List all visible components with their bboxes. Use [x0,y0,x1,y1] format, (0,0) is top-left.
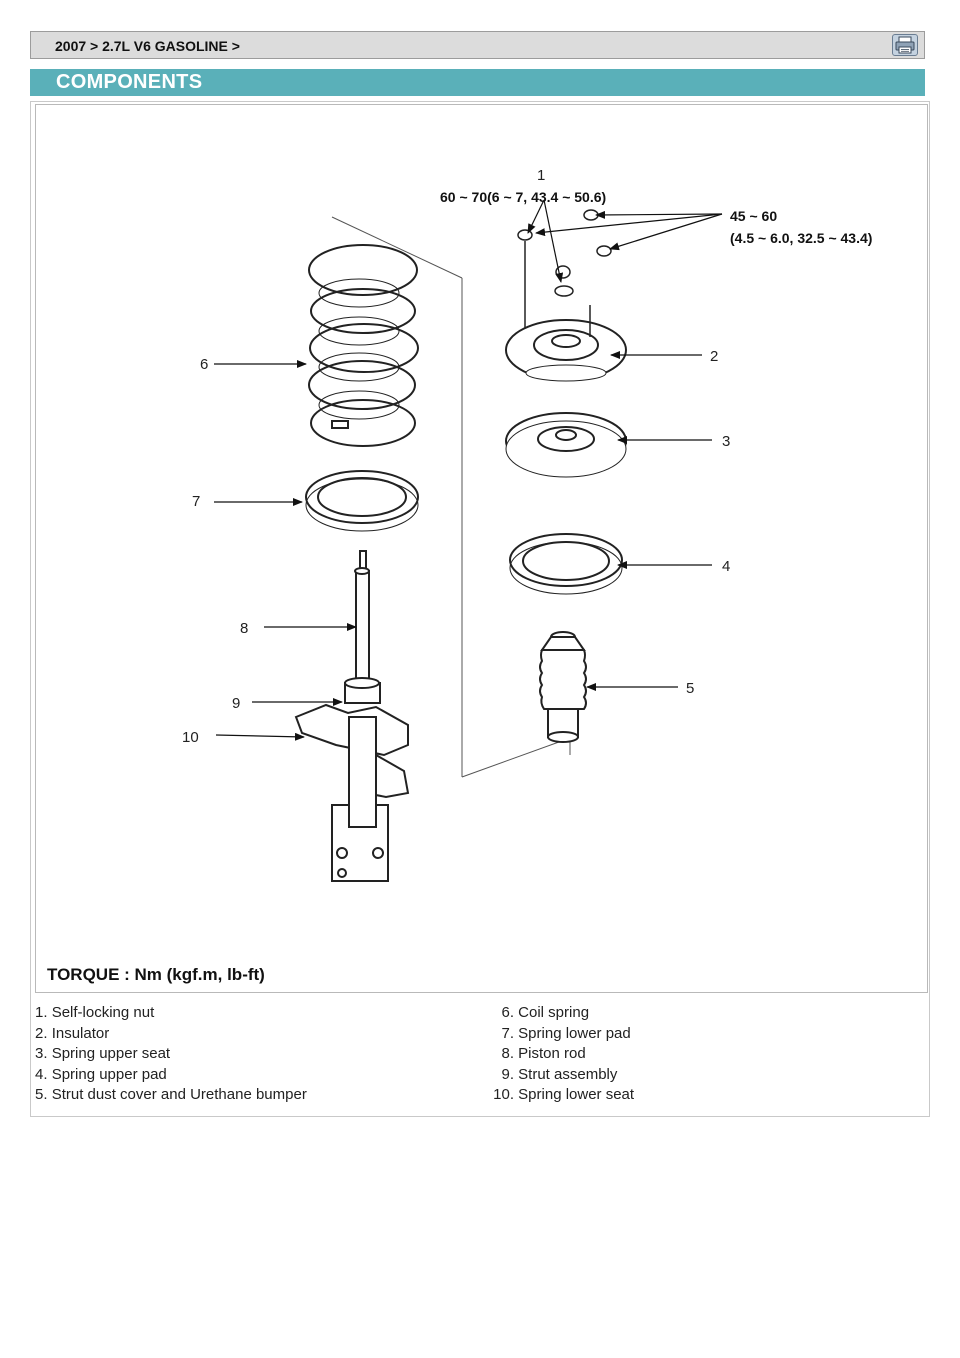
callout-4: 4 [722,558,730,575]
legend-item: 6. Coil spring [501,1004,590,1021]
legend-item: 3. Spring upper seat [35,1045,171,1063]
callout-9: 9 [232,695,240,712]
legend-item: 10. Spring lower seat [493,1086,635,1104]
torque-units-note: TORQUE : Nm (kgf.m, lb-ft) [47,965,265,984]
legend-item: 2. Insulator [35,1024,110,1042]
callout-1: 1 [537,167,545,184]
insulator-part [505,305,627,382]
legend-item: 5. Strut dust cover and Urethane bumper [35,1086,307,1104]
callout-8: 8 [240,620,248,637]
breadcrumb: 2007 > 2.7L V6 GASOLINE > [30,31,925,59]
section-title: COMPONENTS [56,71,203,93]
legend-left-column: 1. Self-locking nut 2. Insulator 3. Spri… [35,1003,307,1106]
legend-item: 9. Strut assembly [501,1065,618,1083]
torque-spec-1: 60 ~ 70(6 ~ 7, 43.4 ~ 50.6) [440,189,606,205]
legend-item: 8. Piston rod [501,1045,586,1063]
callout-7: 7 [192,493,200,510]
printer-icon [895,36,915,54]
legend-item: 4. Spring upper pad [35,1065,167,1083]
strut-assembly-part [294,550,410,882]
callout-5: 5 [686,680,694,697]
callout-10: 10 [182,729,199,746]
legend-item: 1. Self-locking nut [35,1004,155,1021]
spring-upper-pad-part [509,533,623,595]
exploded-view-diagram: 1 2 3 4 5 6 7 8 9 10 60 ~ 70(6 ~ 7, 43.4… [182,167,872,882]
dust-cover-part [539,631,587,743]
breadcrumb-text: 2007 > 2.7L V6 GASOLINE > [55,38,240,54]
legend-right-column: 6. Coil spring 7. Spring lower pad 8. Pi… [478,1003,634,1106]
callout-3: 3 [722,433,730,450]
legend-item: 7. Spring lower pad [501,1024,631,1042]
callout-6: 6 [200,356,208,373]
callout-2: 2 [710,348,718,365]
spring-lower-pad-part [305,470,419,532]
components-figure: 1 2 3 4 5 6 7 8 9 10 60 ~ 70(6 ~ 7, 43.4… [35,104,928,993]
upper-nuts-part [517,209,612,337]
leader-lines [214,199,723,741]
print-button[interactable] [892,34,918,56]
torque-spec-2-line2: (4.5 ~ 6.0, 32.5 ~ 43.4) [730,230,872,246]
spring-upper-seat-part [505,412,627,478]
content-panel [30,101,930,1117]
coil-spring-part [308,244,419,447]
torque-spec-2-line1: 45 ~ 60 [730,208,777,224]
section-header: COMPONENTS [30,69,925,96]
